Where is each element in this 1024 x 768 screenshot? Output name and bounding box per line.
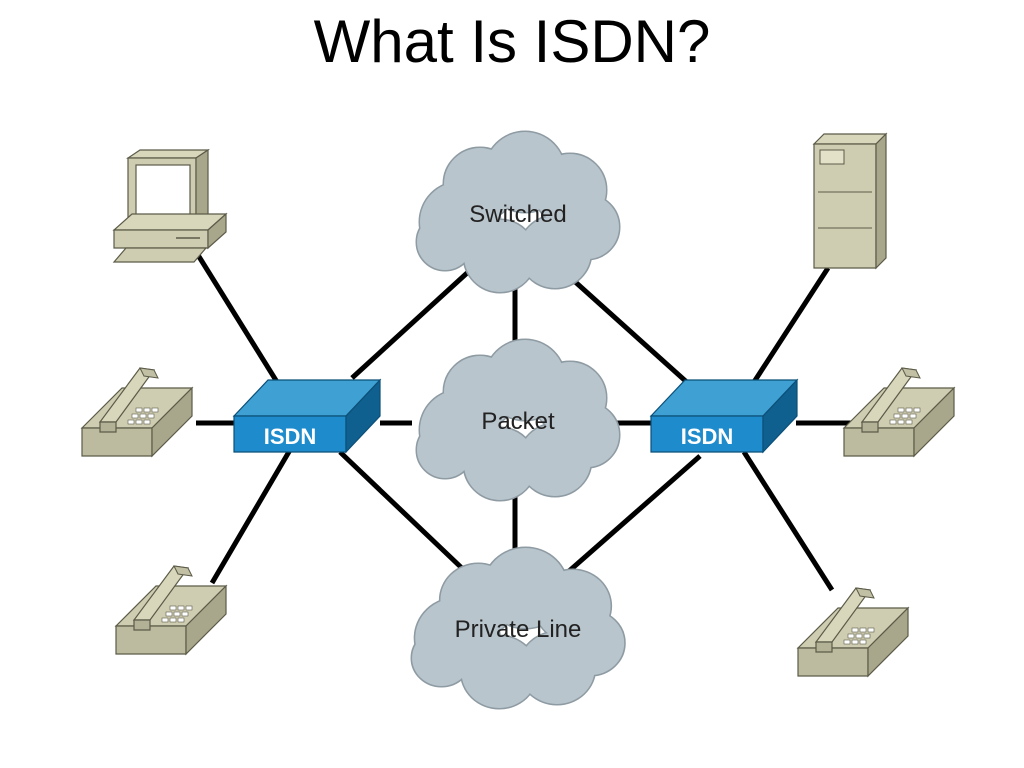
line-left-isdn-to-private-line [338,450,468,574]
isdn-switch-left: ISDN [233,379,381,453]
desktop-computer-icon [112,148,228,263]
connector-lines [195,253,862,592]
line-switched-to-right-isdn [560,268,692,387]
telephone-right-top [843,367,955,457]
line-private-line-to-right-isdn [566,454,702,574]
isdn-label-right: ISDN [681,424,734,449]
cloud-label-private-line: Private Line [455,616,582,643]
telephone-right-bottom [797,587,909,677]
isdn-switch-right: ISDN [650,379,798,453]
telephone-left-top [81,367,193,457]
line-left-phone-bottom-to-left-isdn [209,448,293,585]
line-right-isdn-to-right-phone-bottom [741,450,835,592]
cloud-switched: Switched [415,130,621,294]
server-tower-icon [812,132,888,270]
telephone-icon [797,587,909,677]
slide-title: What Is ISDN? [313,8,711,75]
telephone-icon [81,367,193,457]
cloud-private-line: Private Line [410,546,626,710]
cloud-label-switched: Switched [469,201,566,228]
isdn-label-left: ISDN [264,424,317,449]
telephone-icon [115,565,227,655]
telephone-left-bottom [115,565,227,655]
cloud-label-packet: Packet [481,408,555,435]
line-server-to-right-isdn [751,266,831,384]
cloud-packet: Packet [415,338,621,502]
line-pc-to-left-isdn [195,253,285,392]
line-left-isdn-to-switched [350,261,480,380]
telephone-icon [843,367,955,457]
